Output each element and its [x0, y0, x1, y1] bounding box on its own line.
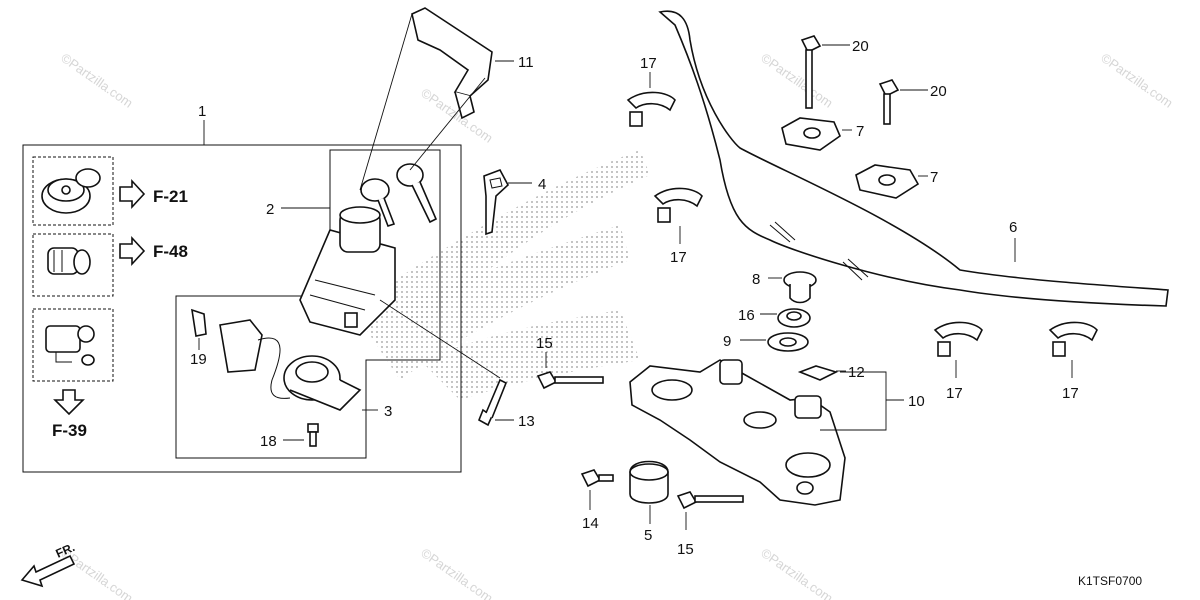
arrow-right-icon: [119, 178, 146, 210]
ref-f21: F-21: [153, 187, 188, 206]
lock-cylinder-icon: [47, 247, 91, 275]
watermark: ©Partzilla.com: [58, 50, 135, 110]
handlebar-holder: [855, 164, 920, 199]
callout-17d: 17: [1062, 385, 1079, 402]
fuel-cap-icon: [41, 168, 101, 214]
callout-9: 9: [723, 333, 731, 350]
callout-17a: 17: [640, 55, 657, 72]
callout-3: 3: [384, 403, 392, 420]
callout-7a: 7: [856, 123, 864, 140]
bolt-icon: [580, 469, 614, 488]
diagram-code: K1TSF0700: [1078, 574, 1142, 588]
plate: [797, 365, 839, 381]
stem-nut: [777, 308, 811, 328]
callout-15a: 15: [536, 335, 553, 352]
callout-17b: 17: [670, 249, 687, 266]
steering-stem-cap: [783, 271, 817, 304]
callout-4: 4: [538, 176, 546, 193]
callout-11: 11: [518, 54, 534, 71]
ref-f39: F-39: [52, 421, 87, 440]
callout-15b: 15: [677, 541, 694, 558]
bolt-icon: [477, 378, 508, 427]
ignition-bracket: [359, 7, 493, 191]
bolt-icon: [536, 371, 604, 390]
ref-box-f39: [32, 308, 114, 382]
watermark: ©Partzilla.com: [758, 545, 835, 600]
seat-lock-switch: [219, 319, 362, 411]
watermark: ©Partzilla.com: [1098, 50, 1175, 110]
ref-f48: F-48: [153, 242, 188, 261]
front-direction-arrow-icon: [20, 554, 76, 588]
callout-13: 13: [518, 413, 535, 430]
washer: [767, 332, 809, 352]
callout-12: 12: [848, 364, 865, 381]
ignition-switch: [299, 206, 396, 336]
callout-14: 14: [582, 515, 599, 532]
watermark: ©Partzilla.com: [418, 545, 495, 600]
assembly-frame-1: [22, 144, 462, 473]
wing-emblem-dots: [420, 310, 640, 400]
callout-18: 18: [260, 433, 277, 450]
callout-8: 8: [752, 271, 760, 288]
cable-band: [1048, 321, 1098, 357]
screw-icon: [307, 423, 319, 447]
callout-7b: 7: [930, 169, 938, 186]
top-bridge: [629, 359, 846, 506]
bolt-icon: [676, 491, 744, 510]
callout-6: 6: [1009, 219, 1017, 236]
callout-20a: 20: [852, 38, 869, 55]
arrow-down-icon: [53, 389, 85, 416]
cable-band: [933, 321, 983, 357]
handlebar-clamp: [629, 460, 669, 504]
wing-emblem-dots: [380, 150, 650, 330]
ref-box-f48: [32, 233, 114, 297]
callout-5: 5: [644, 527, 652, 544]
bolt-icon: [878, 79, 900, 125]
key-icon: [360, 163, 438, 228]
callout-1: 1: [198, 103, 206, 120]
callout-20b: 20: [930, 83, 947, 100]
watermark: ©Partzilla.com: [758, 50, 835, 110]
connector-clip: [191, 308, 207, 337]
callout-17c: 17: [946, 385, 963, 402]
cable-band: [626, 91, 676, 127]
arrow-right-icon: [119, 235, 146, 267]
bolt-icon: [800, 35, 822, 109]
handlebar: [658, 10, 1169, 307]
callout-19: 19: [190, 351, 207, 368]
handlebar-holder: [781, 117, 841, 151]
callout-10: 10: [908, 393, 925, 410]
ref-box-f21: [32, 156, 114, 226]
wing-emblem-dots: [360, 225, 630, 380]
key-icon: [483, 169, 509, 236]
callout-2: 2: [266, 201, 274, 218]
seat-lock-icon: [45, 325, 95, 366]
callout-16: 16: [738, 307, 755, 324]
cable-band: [653, 187, 703, 223]
